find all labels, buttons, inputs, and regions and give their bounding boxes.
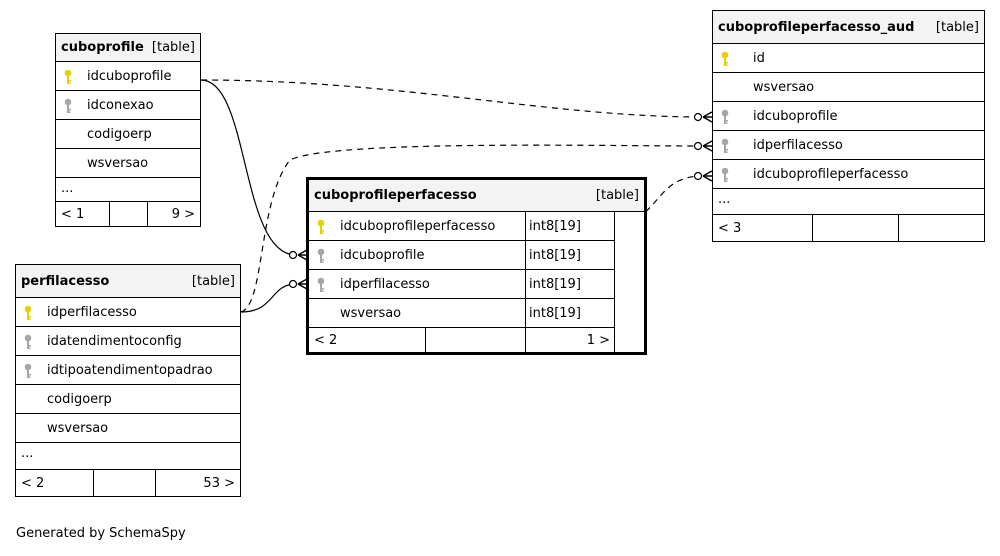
foreign-key-icon [721,167,729,182]
table-header: cuboprofile [table] [56,34,200,62]
foreign-key-icon [24,363,32,378]
table-cuboprofileperfacesso[interactable]: cuboprofileperfacesso [table] idcuboprof… [306,177,647,355]
column-name: wsversao [47,421,109,436]
parents-count[interactable]: < 1 [61,206,85,222]
column-name: codigoerp [47,392,112,407]
schemaspy-credit[interactable]: Generated by SchemaSpy [16,526,186,541]
table-footer: < 2 53 > [16,470,240,496]
column-type: int8[19] [525,241,615,269]
column-row[interactable]: idcuboprofile [713,102,984,131]
table-header: cuboprofileperfacesso_aud [table] [713,11,984,44]
column-row[interactable]: id [713,44,984,73]
more-columns: ... [16,443,240,470]
column-row[interactable]: idperfilacesso [16,298,240,327]
parents-count[interactable]: < 2 [314,332,338,348]
column-name: idcuboprofileperfacesso [340,219,496,234]
table-name: perfilacesso [21,273,110,289]
table-footer: < 2 1 > [309,328,615,352]
table-type-label: [table] [595,188,639,203]
primary-key-icon [64,69,72,84]
column-row[interactable]: wsversao [713,73,984,102]
column-row[interactable]: idperfilacesso int8[19] [309,270,615,299]
footer-spacer [898,215,984,241]
primary-key-icon [721,51,729,66]
column-name: idtipoatendimentopadrao [47,363,213,378]
foreign-key-icon [317,248,325,263]
foreign-key-icon [24,334,32,349]
table-perfilacesso[interactable]: perfilacesso [table] idperfilacesso idate… [15,264,241,497]
column-row[interactable]: codigoerp [16,385,240,414]
foreign-key-icon [721,138,729,153]
column-type: int8[19] [525,270,615,298]
column-row[interactable]: idperfilacesso [713,131,984,160]
column-name: idcuboprofileperfacesso [753,167,909,182]
column-name: wsversao [340,306,402,321]
column-row[interactable]: idconexao [56,91,200,120]
table-side-panel [614,212,644,352]
table-name: cuboprofileperfacesso [314,188,477,203]
column-type: int8[19] [525,299,615,327]
footer-spacer [425,328,525,352]
parents-count[interactable]: < 2 [21,475,45,491]
footer-spacer [812,215,898,241]
primary-key-icon [24,305,32,320]
crowfoot-marker [288,249,308,261]
foreign-key-icon [317,277,325,292]
column-type: int8[19] [525,212,615,240]
more-columns: ... [713,189,984,215]
relationship-line-cuboprofile [200,79,297,256]
column-row[interactable]: idtipoatendimentopadrao [16,356,240,385]
column-name: codigoerp [87,127,152,142]
foreign-key-icon [64,98,72,113]
column-name: idperfilacesso [47,305,137,320]
crowfoot-marker [693,111,713,123]
column-name: idconexao [87,98,154,113]
crowfoot-marker [288,278,308,290]
table-type-label: [table] [191,273,235,289]
foreign-key-icon [721,109,729,124]
column-name: idperfilacesso [340,277,430,292]
column-row[interactable]: idcuboprofileperfacesso [713,160,984,189]
column-row[interactable]: idatendimentoconfig [16,327,240,356]
relationship-line-perfilacesso [240,283,297,313]
table-cuboprofile[interactable]: cuboprofile [table] idcuboprofile idconex… [55,33,201,227]
column-row[interactable]: idcuboprofileperfacesso int8[19] [309,212,615,241]
column-name: wsversao [753,80,815,95]
column-name: idcuboprofile [753,109,838,124]
column-row[interactable]: wsversao [56,149,200,178]
parents-count[interactable]: < 3 [718,220,742,236]
relationship-line-aud-cuboprofile [200,79,703,118]
column-name: idcuboprofile [340,248,425,263]
table-footer: < 1 9 > [56,202,200,226]
table-footer: < 3 [713,215,984,241]
relationship-line-aud-perfilacesso [240,144,703,313]
column-row[interactable]: idcuboprofile int8[19] [309,241,615,270]
more-columns: ... [56,178,200,202]
children-count[interactable]: 53 > [155,470,240,496]
footer-spacer [109,202,147,226]
table-cuboprofileperfacesso-aud[interactable]: cuboprofileperfacesso_aud [table] id wsve… [712,10,985,242]
children-count[interactable]: 1 > [525,328,615,352]
column-row[interactable]: wsversao [16,414,240,443]
table-name: cuboprofileperfacesso_aud [718,19,915,35]
primary-key-icon [317,219,325,234]
children-count[interactable]: 9 > [147,202,200,226]
crowfoot-marker [693,140,713,152]
column-row[interactable]: wsversao int8[19] [309,299,615,328]
column-row[interactable]: idcuboprofile [56,62,200,91]
table-type-label: [table] [151,40,195,55]
crowfoot-marker [693,170,713,182]
footer-spacer [93,470,155,496]
column-name: wsversao [87,156,149,171]
table-type-label: [table] [935,19,979,35]
column-name: id [753,51,765,66]
table-name: cuboprofile [61,40,144,55]
table-header: cuboprofileperfacesso [table] [309,180,644,212]
column-name: idatendimentoconfig [47,334,182,349]
column-row[interactable]: codigoerp [56,120,200,149]
column-name: idcuboprofile [87,69,172,84]
table-header: perfilacesso [table] [16,265,240,298]
column-name: idperfilacesso [753,138,843,153]
